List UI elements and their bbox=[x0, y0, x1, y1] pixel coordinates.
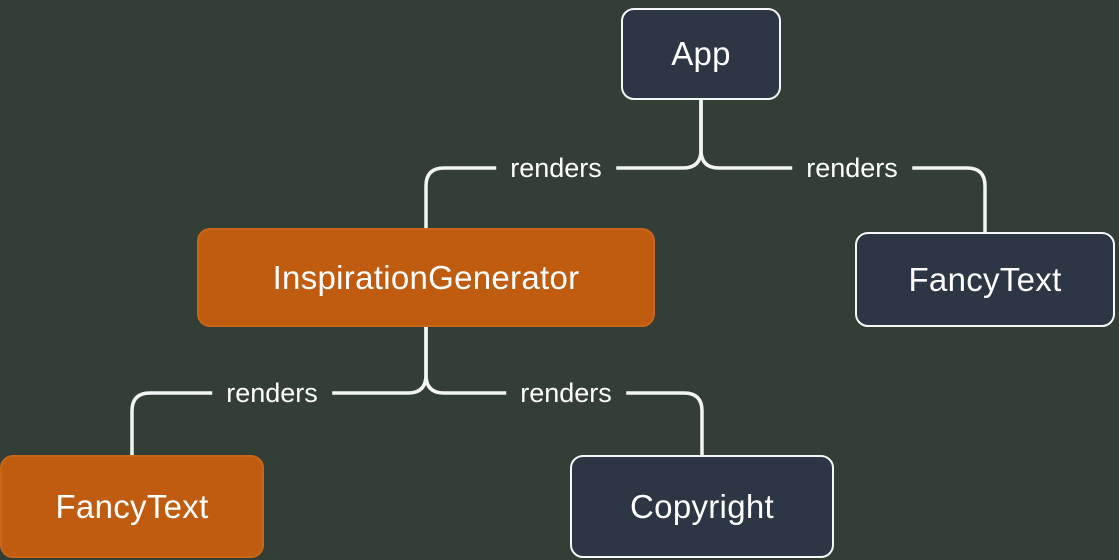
node-app-label: App bbox=[671, 35, 731, 72]
edge-label-renders-app-fancytext: renders bbox=[792, 152, 912, 186]
node-fancytext-left: FancyText bbox=[0, 455, 264, 558]
node-fancytext-right-label: FancyText bbox=[908, 260, 1062, 298]
node-copyright: Copyright bbox=[570, 455, 834, 558]
edge-label-renders-inspirationgenerator-copyright: renders bbox=[506, 377, 626, 411]
node-app: App bbox=[621, 8, 781, 100]
node-inspiration-generator-label: InspirationGenerator bbox=[272, 258, 580, 296]
node-fancytext-left-label: FancyText bbox=[55, 487, 209, 525]
node-fancytext-right: FancyText bbox=[855, 232, 1115, 327]
edge-label-renders-app-inspirationgenerator: renders bbox=[496, 152, 616, 186]
edge-label-renders-inspirationgenerator-fancytext: renders bbox=[212, 377, 332, 411]
node-inspiration-generator: InspirationGenerator bbox=[197, 228, 655, 327]
node-copyright-label: Copyright bbox=[630, 487, 774, 525]
